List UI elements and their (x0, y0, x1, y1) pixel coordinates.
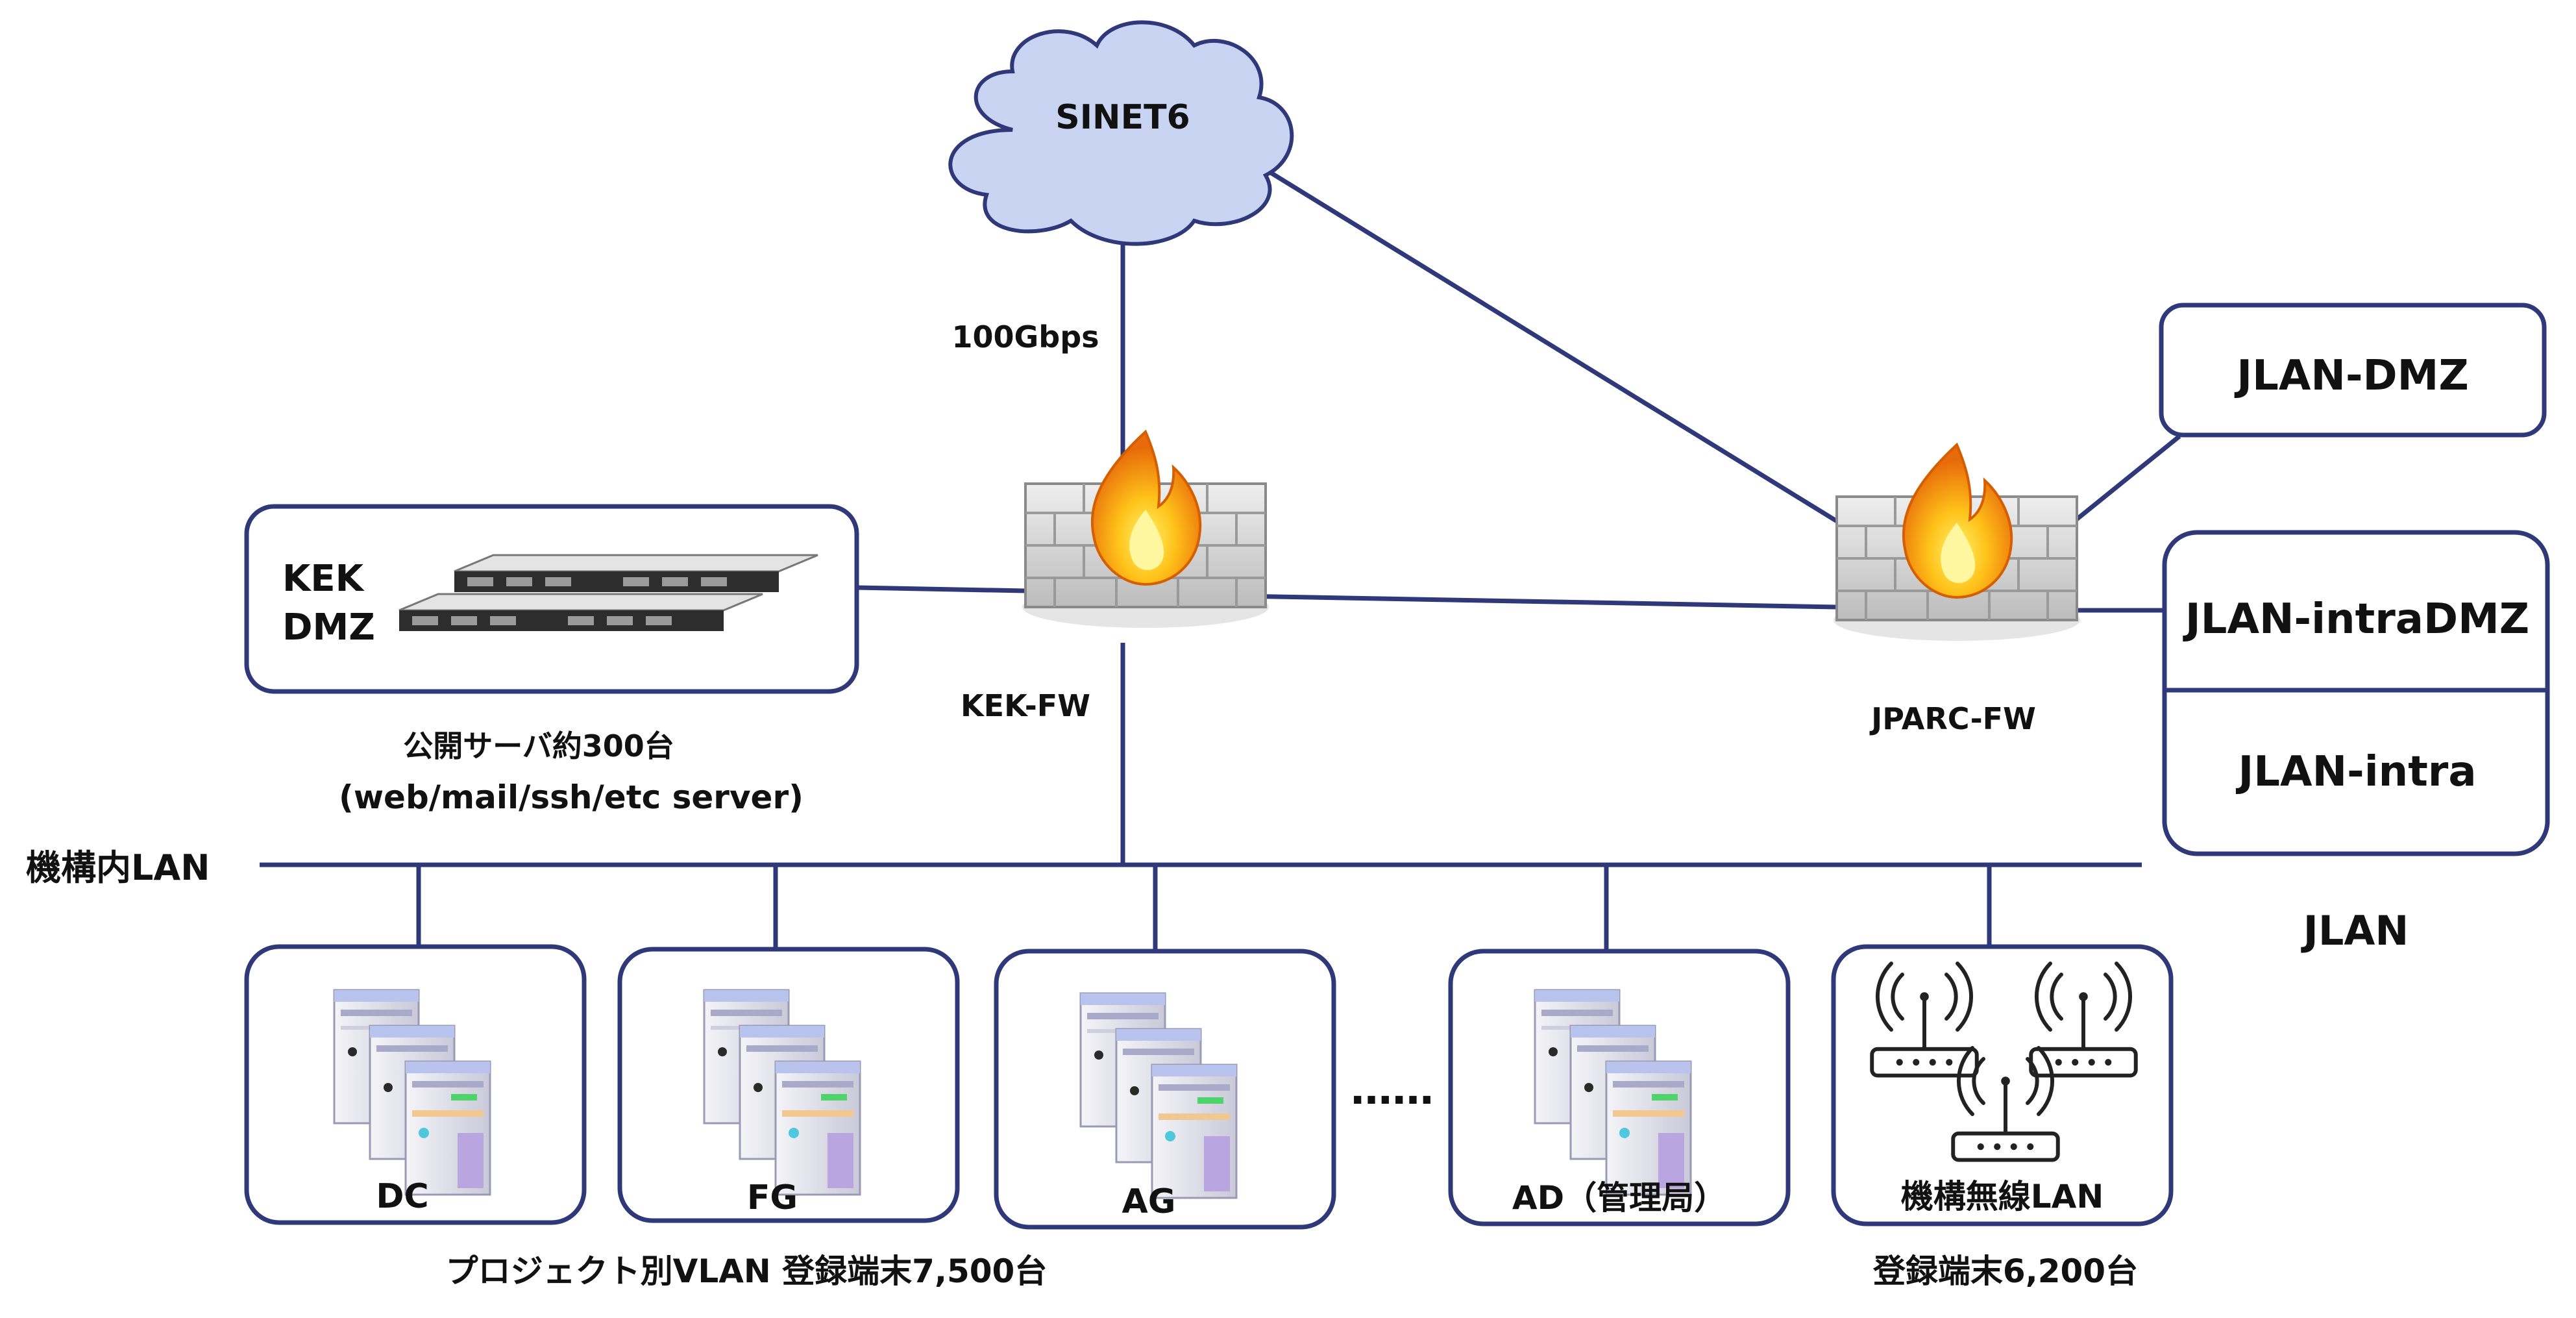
kek-dmz-caption-line1: 公開サーバ約300台 (403, 728, 674, 764)
jparc-firewall-icon (1832, 443, 2081, 642)
lan-label: 機構内LAN (26, 847, 210, 888)
kekfw-jparcfw-link (1239, 593, 1837, 610)
group-fg-box: FG (617, 947, 960, 1223)
rack-server-icon (399, 554, 818, 631)
kek-fw-label: KEK-FW (961, 688, 1090, 723)
jlan-intra-frame (2162, 530, 2550, 856)
jlan-label: JLAN (2301, 907, 2409, 954)
jlan-intra-label: JLAN-intra (2235, 748, 2476, 796)
group-ad-box: AD（管理局） (1448, 949, 1791, 1226)
wireless-lan-box: 機構無線LAN (1831, 944, 2174, 1226)
group-ad-label: AD（管理局） (1512, 1179, 1726, 1217)
group-ag-box: AG (994, 949, 1336, 1230)
kek-dmz-title-line2: DMZ (282, 606, 375, 649)
sinet-cloud: SINET6 (948, 20, 1294, 246)
wireless-lan-frame (1831, 944, 2174, 1226)
link-speed-label: 100Gbps (951, 319, 1099, 354)
sinet-jparc-link (1258, 164, 1851, 531)
jparc-fw-label: JPARC-FW (1869, 701, 2036, 736)
more-groups-ellipsis: …… (1351, 1066, 1434, 1114)
kek-dmz-title-line1: KEK (282, 558, 365, 600)
kek-dmz-box: KEK DMZ (244, 504, 859, 694)
sinet-label: SINET6 (1055, 98, 1190, 137)
group-dc-label: DC (376, 1177, 428, 1216)
group-ag-label: AG (1122, 1182, 1176, 1221)
jlan-dmz-frame (2159, 303, 2547, 438)
jlan-dmz-label: JLAN-DMZ (2234, 352, 2468, 400)
wireless-terminals-caption: 登録端末6,200台 (1872, 1252, 2138, 1290)
jlan-intradmz-label: JLAN-intraDMZ (2183, 595, 2529, 643)
group-dc-box: DC (244, 944, 587, 1225)
project-vlan-caption: プロジェクト別VLAN 登録端末7,500台 (446, 1252, 1048, 1290)
kek-dmz-caption-line2: (web/mail/ssh/etc server) (339, 778, 803, 816)
jlan-dmz-box: JLAN-DMZ (2159, 303, 2547, 438)
kek-firewall-icon (1021, 430, 1270, 629)
wireless-lan-label: 機構無線LAN (1901, 1178, 2104, 1215)
kekdmz-kekfw-link (856, 585, 1026, 593)
jlan-intra-box: JLAN-intraDMZ JLAN-intra (2162, 530, 2550, 856)
cloud-shape (948, 20, 1294, 246)
group-fg-label: FG (747, 1178, 798, 1217)
